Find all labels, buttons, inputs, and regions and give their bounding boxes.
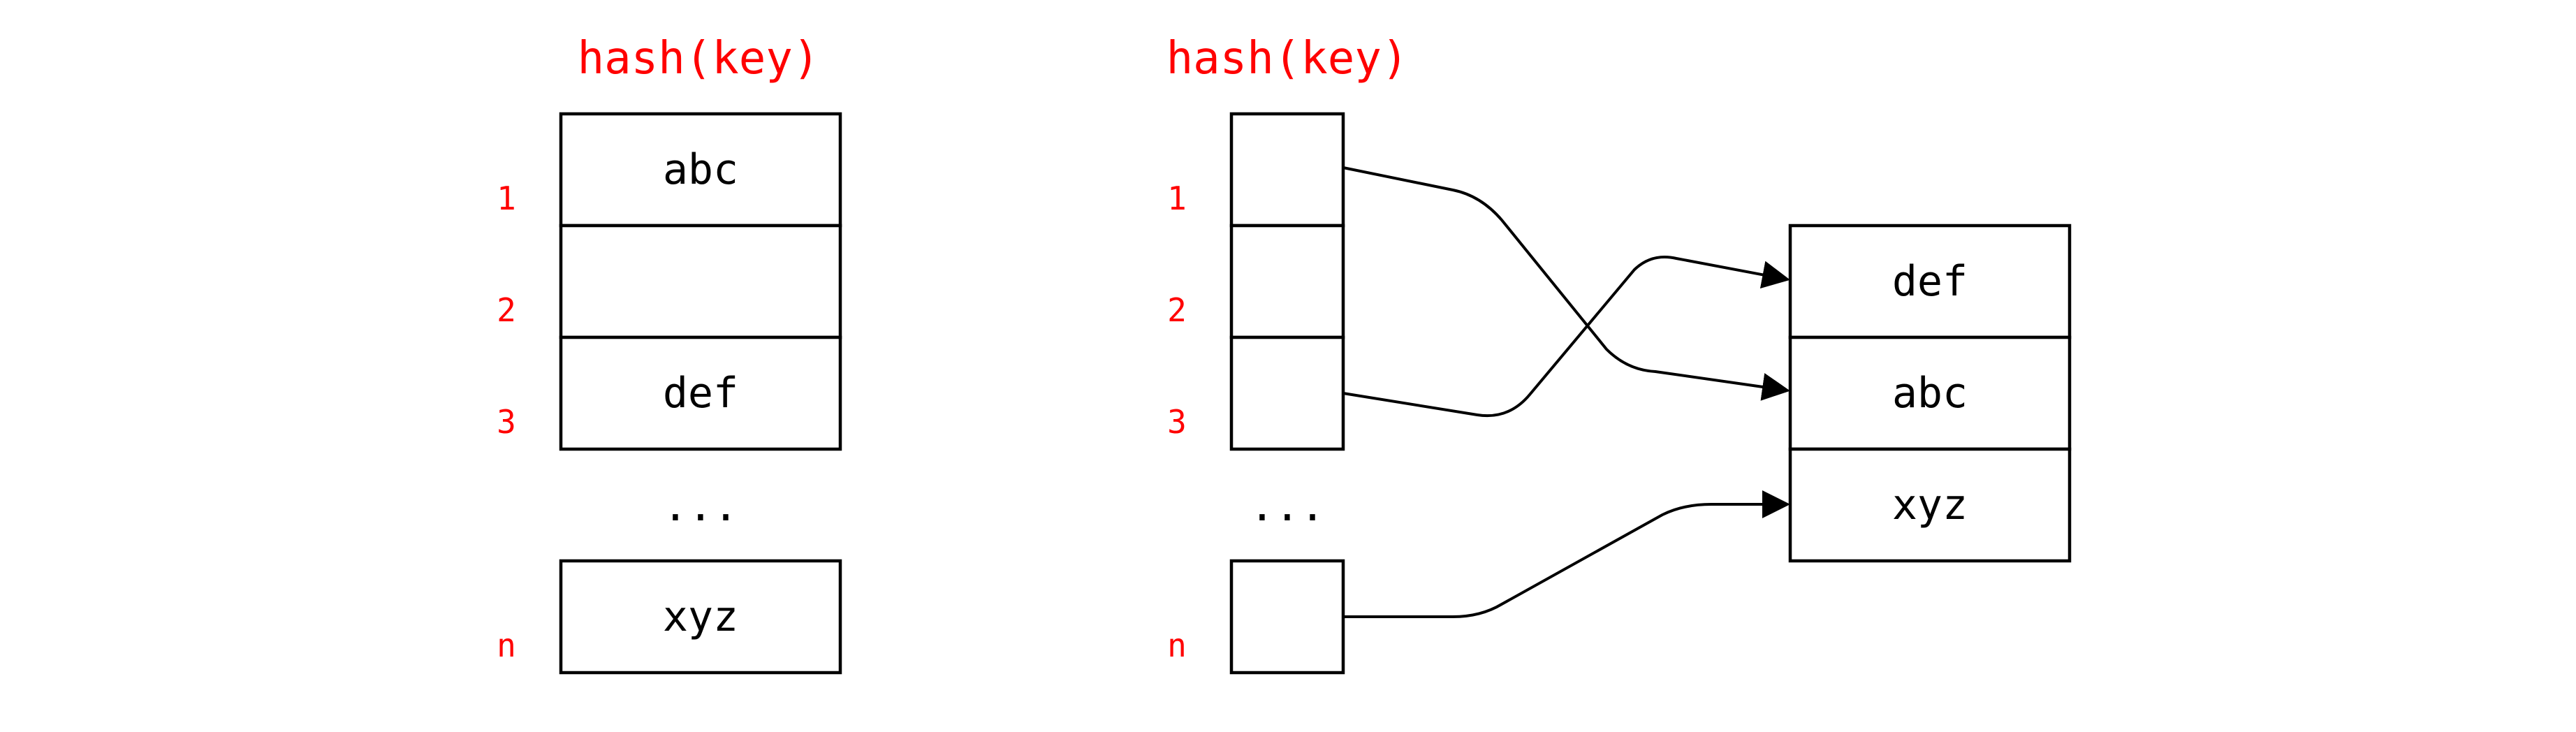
right-index-3: 3: [1167, 403, 1187, 441]
left-cell-1: [559, 112, 842, 228]
right-slot-n: [1229, 559, 1345, 675]
left-hash-table: hash(key) abc def xyz ... 1 2 3 n: [497, 33, 842, 675]
left-hash-label: hash(key): [578, 33, 820, 85]
left-cell-n-value: xyz: [663, 592, 738, 641]
right-hash-table: hash(key) ... 1 2 3 n def abc xyz: [1166, 33, 2072, 675]
link-1-to-abc-arrow: [1342, 166, 1790, 401]
right-slot-3: [1229, 335, 1345, 451]
right-index-n: n: [1167, 627, 1187, 664]
left-cell-3-value: def: [663, 369, 738, 418]
left-cell-1-value: abc: [663, 145, 738, 194]
link-3-to-def-arrow: [1342, 256, 1790, 418]
left-cell-n: [559, 559, 842, 675]
right-ellipsis: ...: [1250, 482, 1325, 531]
left-ellipsis: ...: [663, 482, 738, 531]
storage-cell-xyz: [1788, 447, 2072, 563]
right-index-1: 1: [1167, 180, 1187, 217]
storage-cell-def: [1788, 224, 2072, 339]
right-hash-label: hash(key): [1166, 33, 1409, 85]
left-index-3: 3: [497, 403, 516, 441]
storage-cell-xyz-value: xyz: [1892, 481, 1968, 529]
link-n-to-xyz-arrow: [1343, 490, 1790, 618]
left-index-2: 2: [497, 291, 516, 329]
storage-cell-def-value: def: [1892, 257, 1968, 306]
left-cell-3: [559, 335, 842, 451]
right-slot-2: [1229, 224, 1345, 339]
left-index-n: n: [497, 627, 516, 664]
right-index-2: 2: [1167, 291, 1187, 329]
left-index-1: 1: [497, 180, 516, 217]
storage-cell-abc-value: abc: [1892, 369, 1968, 418]
left-cell-2: [559, 224, 842, 339]
right-slot-1: [1229, 112, 1345, 228]
